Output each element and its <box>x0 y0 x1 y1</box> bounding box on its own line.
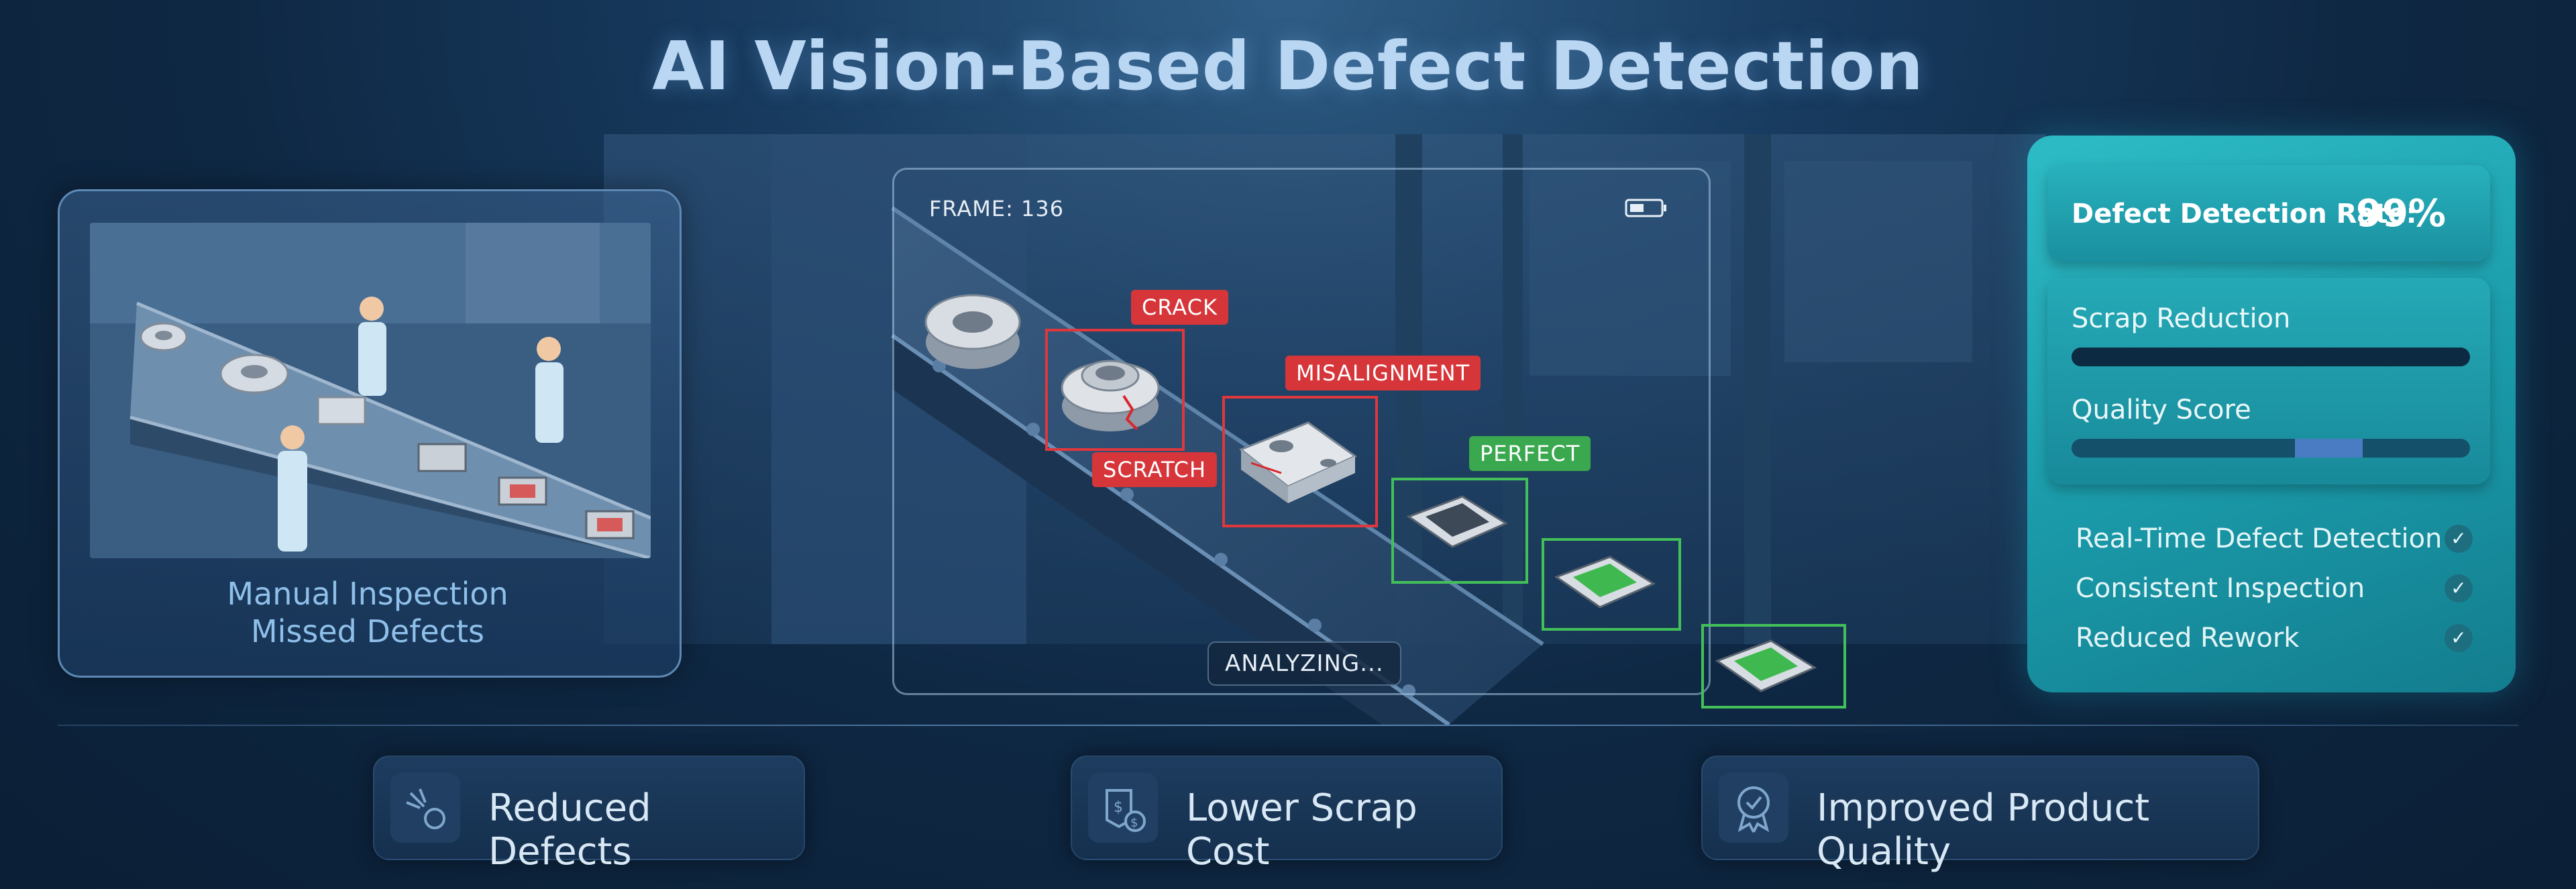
quality-score-label: Quality Score <box>2072 395 2251 425</box>
manual-caption-line1: Manual Inspection <box>227 576 508 612</box>
part-washer <box>924 294 1021 369</box>
detection-tag-scratch: SCRATCH <box>1092 452 1218 487</box>
svg-text:$: $ <box>1114 799 1123 816</box>
quality-score-bar <box>2072 439 2470 458</box>
perfect-detection-box <box>1391 478 1528 584</box>
ok-detection-box-3 <box>1701 624 1846 709</box>
battery-icon <box>1625 199 1666 217</box>
scrap-cost-icon: $ $ <box>1088 773 1158 843</box>
check-icon: ✓ <box>2445 574 2473 603</box>
ok-detection-box-2 <box>1542 538 1681 631</box>
manual-caption-line2: Missed Defects <box>250 613 485 649</box>
feature-item-consistent: Consistent Inspection <box>2076 573 2365 604</box>
detection-tag-perfect: PERFECT <box>1469 436 1591 471</box>
part-chip-2 <box>1554 556 1656 609</box>
scrap-reduction-label: Scrap Reduction <box>2072 303 2291 334</box>
page-title: AI Vision-Based Defect Detection <box>652 27 1924 105</box>
benefit-label: Reduced Defects <box>488 786 651 874</box>
detection-rate-value: 99% <box>2356 192 2447 236</box>
detection-rate-card <box>2047 165 2490 262</box>
benefit-label: Lower Scrap Cost <box>1186 786 1417 874</box>
check-icon: ✓ <box>2445 525 2473 553</box>
camera-view-frame <box>892 168 1711 695</box>
part-cracked-ring <box>1061 360 1160 431</box>
benefit-card-lower-scrap-cost: $ $ Lower Scrap Cost <box>1071 755 1503 874</box>
part-misaligned-block <box>1239 421 1357 503</box>
detection-rate-label: Defect Detection Rate: <box>2072 199 2417 229</box>
benefit-card-reduced-defects: Reduced Defects <box>373 755 805 874</box>
quality-score-fill <box>2294 439 2363 458</box>
scrap-reduction-fill <box>2072 348 2470 366</box>
benefit-card-improved-quality: Improved Product Quality <box>1701 755 2259 874</box>
benefit-label: Improved Product Quality <box>1817 786 2150 874</box>
part-chip-3 <box>1715 639 1817 692</box>
check-icon: ✓ <box>2445 624 2473 652</box>
feature-item-realtime: Real-Time Defect Detection <box>2076 523 2443 554</box>
svg-text:$: $ <box>1130 816 1138 830</box>
inspector-figures <box>278 297 564 552</box>
section-divider <box>58 725 2518 726</box>
detection-tag-misalignment: MISALIGNMENT <box>1285 356 1481 390</box>
quality-badge-icon <box>1719 773 1788 843</box>
detection-tag-crack: CRACK <box>1131 290 1228 325</box>
manual-inspection-illustration <box>90 223 651 558</box>
feature-item-rework: Reduced Rework <box>2076 623 2300 653</box>
misalignment-detection-box <box>1222 396 1378 527</box>
analyzing-status: ANALYZING... <box>1208 641 1401 686</box>
crack-detection-box <box>1045 329 1185 451</box>
part-chip-1 <box>1406 495 1509 548</box>
defect-burst-icon <box>390 773 460 843</box>
frame-counter: FRAME: 136 <box>929 196 1065 221</box>
scrap-reduction-bar <box>2072 348 2470 366</box>
